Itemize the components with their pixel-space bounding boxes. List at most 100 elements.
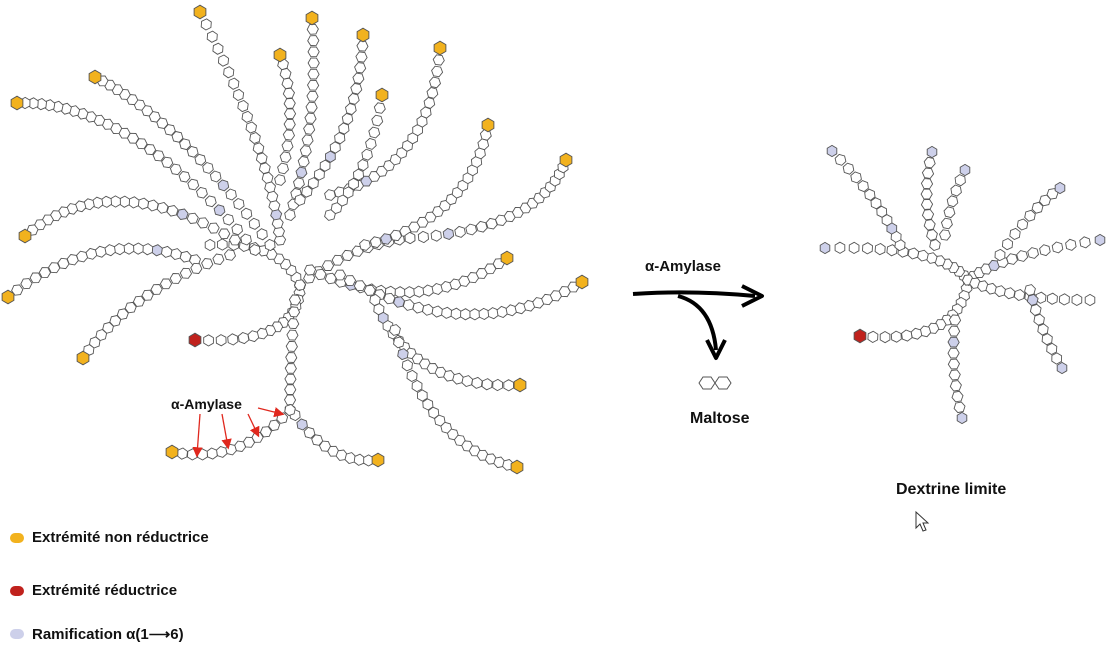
glucose-unit <box>160 245 173 258</box>
glucose-unit <box>1003 287 1016 300</box>
glucose-unit <box>874 242 886 256</box>
glucose-unit <box>319 159 331 172</box>
glucose-unit <box>943 206 956 219</box>
cut-arrow <box>257 407 285 418</box>
glucose-unit <box>1051 241 1064 254</box>
glucose-unit <box>218 228 231 240</box>
glucose-unit <box>301 185 313 198</box>
glucose-unit <box>948 314 962 326</box>
legend-item-reducing: Extrémité réductrice <box>10 582 177 599</box>
glucose-unit <box>417 230 429 244</box>
branch-point <box>819 241 831 255</box>
glucose-unit <box>426 86 439 99</box>
glucose-unit <box>848 241 860 255</box>
glucose-unit <box>132 242 144 255</box>
glucose-unit <box>171 131 184 143</box>
glucose-unit <box>212 42 224 55</box>
glucose-unit <box>345 102 357 116</box>
glucose-unit <box>1065 238 1077 251</box>
branch-point <box>325 150 336 163</box>
glucose-unit <box>196 217 210 229</box>
branch-point <box>959 163 971 177</box>
glucose-unit <box>867 330 879 344</box>
glucose-unit <box>190 262 203 274</box>
glucose-unit <box>352 72 365 85</box>
glucose-unit <box>1024 209 1036 222</box>
glucose-unit <box>169 163 182 176</box>
maltose-icon <box>698 376 732 390</box>
glucose-unit <box>307 35 320 46</box>
glucose-unit <box>307 68 320 80</box>
glucose-unit <box>1001 237 1014 251</box>
glucose-unit <box>292 177 305 189</box>
legend-label: Extrémité réductrice <box>32 582 178 599</box>
glucose-unit <box>283 394 297 406</box>
glucose-unit <box>249 243 261 257</box>
glucose-unit <box>347 92 360 105</box>
glucose-unit <box>228 77 240 90</box>
glucose-unit <box>324 189 336 201</box>
glucose-unit <box>281 77 294 90</box>
glucose-unit <box>1039 244 1051 257</box>
glucose-unit <box>920 178 934 190</box>
glucose-unit <box>128 196 140 209</box>
glucose-unit <box>237 99 249 113</box>
glucose-unit <box>282 87 296 99</box>
glucose-unit <box>143 144 157 156</box>
glucose-unit <box>460 308 471 321</box>
glucose-unit <box>187 178 200 191</box>
glucose-unit <box>288 294 302 306</box>
glucose-unit <box>369 236 382 249</box>
mouse-cursor-icon <box>915 510 930 532</box>
reaction-arrow <box>632 284 764 360</box>
branch-point <box>947 336 960 348</box>
glucose-unit <box>432 54 445 66</box>
glucose-unit <box>1013 288 1026 302</box>
glucose-unit <box>216 238 228 251</box>
glucose-unit <box>285 352 298 363</box>
glucose-unit <box>294 193 306 207</box>
glucose-unit <box>225 188 237 201</box>
glucose-unit <box>1084 293 1096 307</box>
glucose-unit <box>299 145 312 157</box>
glucose-unit <box>142 243 154 256</box>
glucose-unit <box>879 330 891 344</box>
glucose-unit <box>285 340 298 352</box>
glucose-unit <box>1037 323 1049 336</box>
glucose-unit <box>282 129 296 141</box>
glucose-unit <box>487 307 499 320</box>
glucose-unit <box>227 333 239 346</box>
glucose-unit <box>179 138 192 151</box>
glucose-unit <box>834 153 847 166</box>
glucose-unit <box>207 222 220 234</box>
glucose-unit <box>206 30 218 43</box>
non-reducing-end <box>559 152 573 168</box>
glucose-unit <box>179 267 193 279</box>
glucose-unit <box>147 199 159 212</box>
glucose-unit <box>450 307 462 320</box>
glucose-unit <box>994 248 1006 262</box>
glucose-unit <box>223 66 235 79</box>
glucose-unit <box>842 162 855 175</box>
glucose-unit <box>132 295 146 307</box>
glucose-unit <box>923 219 936 231</box>
glucose-unit <box>359 239 371 251</box>
glucose-unit <box>348 177 359 191</box>
glucose-unit <box>1027 247 1040 259</box>
glucose-unit <box>195 186 208 199</box>
glucose-unit <box>297 155 310 168</box>
glucose-unit <box>301 134 314 146</box>
glucose-unit <box>416 389 428 402</box>
glucose-unit <box>406 369 418 383</box>
glucose-unit <box>862 242 873 255</box>
glucose-unit <box>1035 291 1047 304</box>
limit-dextrin-molecule <box>819 144 1106 425</box>
glucose-unit <box>277 162 290 175</box>
glucose-unit <box>281 140 294 152</box>
glucose-unit <box>255 152 268 165</box>
non-reducing-end <box>305 10 319 26</box>
glucose-unit <box>38 267 52 278</box>
glucose-unit <box>123 242 135 255</box>
glucose-unit <box>264 238 276 252</box>
